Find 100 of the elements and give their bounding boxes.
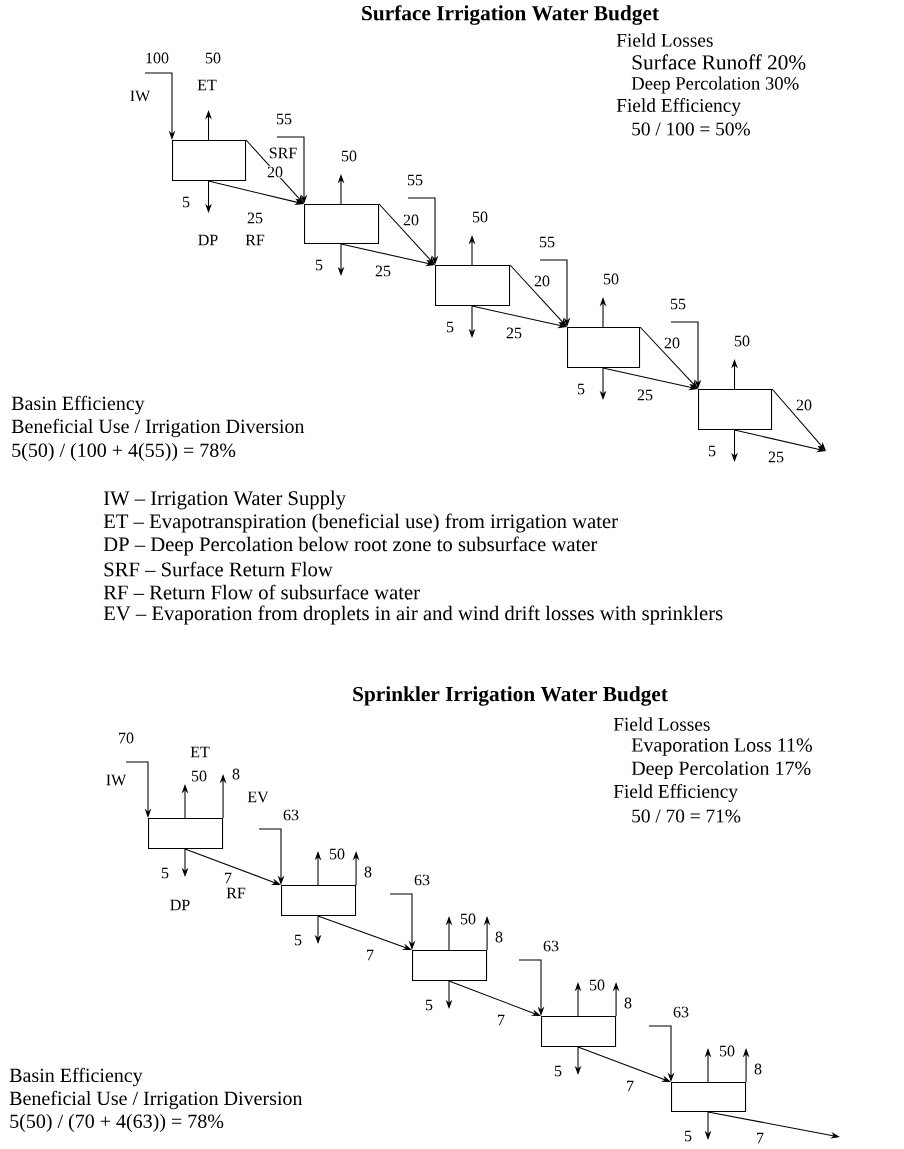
note: 50 / 70 = 71%	[630, 808, 742, 824]
flow-value: 20	[266, 165, 284, 179]
flow-name: DP	[169, 899, 191, 911]
field-box	[304, 204, 380, 245]
flow-value: 55	[275, 113, 293, 125]
flow-name: ET	[189, 746, 211, 758]
flow-value: 63	[282, 808, 300, 822]
definition: EV – Evaporation from droplets in air and wind drift losses with sprinklers	[102, 604, 724, 626]
definition: DP – Deep Percolation below root zone to subsurface water	[102, 535, 598, 557]
flow-value: 8	[231, 767, 241, 781]
flow-value: 20	[663, 336, 681, 350]
flow-name: ET	[196, 79, 218, 91]
flow-value: 55	[669, 298, 687, 310]
flow-value: 25	[767, 450, 785, 464]
flow-value: 5	[160, 867, 170, 879]
flow-value: 50	[733, 334, 751, 348]
note: 5(50) / (70 + 4(63)) = 78%	[8, 1113, 225, 1133]
flow-value: 5	[181, 196, 191, 208]
flow-value: 55	[538, 236, 556, 248]
flow-arrow	[245, 139, 304, 204]
flow-value: 8	[494, 930, 504, 944]
note: Basin Efficiency	[10, 395, 146, 415]
flow-name: EV	[246, 791, 270, 804]
flow-value: 5	[707, 445, 717, 457]
note: Beneficial Use / Irrigation Diversion	[10, 418, 306, 438]
flow-value: 5	[424, 999, 434, 1011]
flow-arrow	[184, 848, 281, 885]
flow-value: 25	[246, 211, 264, 225]
flow-name: RF	[244, 234, 266, 246]
flow-value: 50	[602, 272, 620, 286]
flow-name: SRF	[268, 146, 298, 160]
definition: IW – Irrigation Water Supply	[102, 489, 347, 511]
field-box	[412, 950, 488, 982]
flow-value: 63	[542, 939, 560, 953]
definition: ET – Evapotranspiration (beneficial use) from irrigation water	[102, 512, 619, 534]
note: Deep Percolation 30%	[630, 75, 800, 95]
flow-value: 63	[672, 1005, 690, 1019]
flow-arrow	[771, 388, 826, 451]
flow-name: IW	[129, 89, 151, 103]
field-box	[671, 1082, 747, 1113]
field-box	[698, 389, 773, 431]
flow-value: 8	[623, 996, 633, 1010]
flow-value: 5	[314, 259, 324, 271]
flow-arrow	[577, 1046, 671, 1082]
field-box	[281, 885, 357, 917]
flow-value: 50	[204, 51, 222, 65]
flow-value: 7	[496, 1014, 506, 1026]
flow-name: RF	[225, 887, 247, 899]
flow-value: 50	[588, 978, 606, 992]
title: Sprinkler Irrigation Water Budget	[351, 685, 669, 707]
flow-value: 20	[533, 274, 551, 288]
field-box	[148, 818, 224, 850]
note: Evaporation Loss 11%	[630, 737, 814, 757]
flow-value: 7	[223, 872, 233, 884]
note: Field Losses	[612, 716, 712, 732]
note: Field Efficiency	[612, 783, 739, 803]
flow-value: 8	[753, 1062, 763, 1076]
flow-value: 7	[625, 1080, 635, 1092]
flow-value: 25	[374, 264, 392, 278]
flow-value: 20	[795, 398, 813, 412]
flow-arrow	[509, 264, 567, 327]
flow-value: 7	[755, 1132, 765, 1144]
flow-arrow	[639, 326, 698, 389]
flow-arrow	[378, 203, 435, 265]
flow-value: 20	[402, 213, 420, 227]
flow-value: 5	[683, 1130, 693, 1142]
definition: SRF – Surface Return Flow	[102, 560, 334, 578]
note: Field Losses	[615, 32, 715, 48]
flow-value: 8	[363, 865, 373, 879]
note: Basin Efficiency	[8, 1067, 144, 1087]
flow-value: 5	[576, 383, 586, 395]
note: Beneficial Use / Irrigation Diversion	[8, 1090, 304, 1110]
flow-value: 5	[553, 1065, 563, 1077]
field-box	[435, 265, 511, 307]
flow-value: 5	[293, 934, 303, 946]
flow-value: 5	[445, 321, 455, 333]
note: Deep Percolation 17%	[630, 760, 812, 780]
flow-value: 25	[636, 388, 654, 402]
flow-arrow	[317, 915, 412, 950]
note: Surface Runoff 20%	[630, 53, 807, 71]
flow-value: 50	[328, 847, 346, 861]
title: Surface Irrigation Water Budget	[362, 5, 659, 25]
field-box	[567, 327, 641, 369]
field-box	[172, 140, 247, 182]
flow-value: 7	[365, 949, 375, 961]
definition: RF – Return Flow of subsurface water	[102, 583, 421, 601]
flow-name: DP	[197, 234, 219, 246]
flow-value: 50	[190, 769, 208, 783]
flow-value: 50	[459, 912, 477, 926]
flow-value: 50	[471, 210, 489, 224]
flow-value: 50	[718, 1044, 736, 1058]
flow-value: 100	[144, 51, 170, 65]
note: Field Efficiency	[615, 97, 742, 117]
flow-value: 50	[340, 149, 358, 163]
flow-name: IW	[105, 774, 127, 787]
field-box	[541, 1016, 617, 1048]
note: 50 / 100 = 50%	[630, 121, 752, 137]
flow-value: 63	[413, 873, 431, 887]
note: 5(50) / (100 + 4(55)) = 78%	[10, 442, 237, 462]
flow-value: 55	[406, 174, 424, 186]
